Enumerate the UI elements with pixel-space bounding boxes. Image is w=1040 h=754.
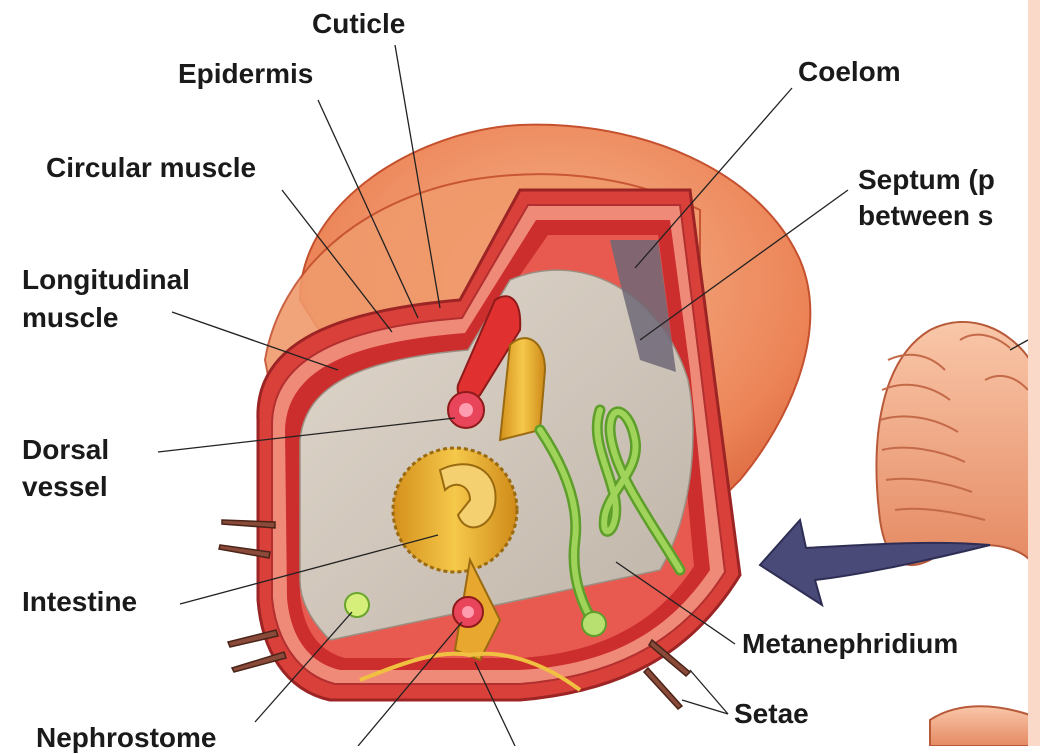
label-longitudinal-line1: Longitudinal <box>22 264 190 296</box>
label-longitudinal-line2: muscle <box>22 302 119 334</box>
whole-worm-illustration <box>877 322 1030 746</box>
label-nephrostome: Nephrostome <box>36 722 216 754</box>
label-metanephridium: Metanephridium <box>742 628 958 660</box>
label-coelom: Coelom <box>798 56 901 88</box>
label-epidermis: Epidermis <box>178 58 313 90</box>
label-circular-muscle: Circular muscle <box>46 152 256 184</box>
label-septum-line2: between s <box>858 200 993 232</box>
label-cuticle: Cuticle <box>312 8 405 40</box>
label-dorsal-line1: Dorsal <box>22 434 109 466</box>
label-intestine: Intestine <box>22 586 137 618</box>
label-septum-line1: Septum (p <box>858 164 995 196</box>
slide-edge-bar <box>1028 0 1040 746</box>
label-dorsal-line2: vessel <box>22 471 108 503</box>
label-setae: Setae <box>734 698 809 730</box>
